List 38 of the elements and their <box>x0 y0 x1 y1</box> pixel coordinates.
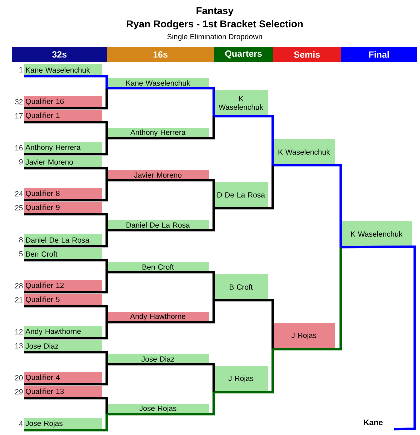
bracket-line <box>107 392 216 416</box>
bracket-line <box>24 230 108 248</box>
subtitle: Ryan Rodgers - 1st Bracket Selection <box>127 20 303 30</box>
bracket-line <box>24 322 108 340</box>
bracket-line <box>24 414 108 432</box>
bracket-line <box>214 299 274 350</box>
bracket-line <box>24 351 108 364</box>
bracket-line <box>214 349 274 394</box>
column-header: 16s <box>107 47 214 62</box>
bracket-line <box>107 271 216 300</box>
bracket-line <box>107 363 216 392</box>
bracket-line <box>24 180 108 202</box>
bracket-line <box>341 246 416 431</box>
bracket-line <box>24 259 108 272</box>
column-header: Quarters <box>214 47 274 62</box>
bracket-line <box>107 208 216 232</box>
bracket-line <box>24 364 108 386</box>
bracket-line <box>107 87 216 116</box>
bracket-line <box>24 272 108 294</box>
column-header: 32s <box>12 47 108 62</box>
bracket-line <box>24 88 108 110</box>
bracket-line <box>107 179 216 208</box>
bracket-line <box>24 213 108 230</box>
bracket-line <box>273 247 342 351</box>
bracket-line <box>24 397 108 414</box>
bracket-line <box>24 305 108 322</box>
bracket-line <box>214 115 274 166</box>
bracket-line <box>24 75 108 88</box>
column-header: Semis <box>273 47 342 62</box>
bracket-line <box>107 116 216 140</box>
bracket-line <box>24 138 108 156</box>
column-header: Final <box>341 47 418 62</box>
bracket-line <box>214 165 274 210</box>
bracket-line <box>24 121 108 138</box>
bracket-line <box>273 164 342 248</box>
bracket-line <box>24 167 108 180</box>
title: Fantasy <box>196 8 234 16</box>
bracket-line <box>107 300 216 324</box>
